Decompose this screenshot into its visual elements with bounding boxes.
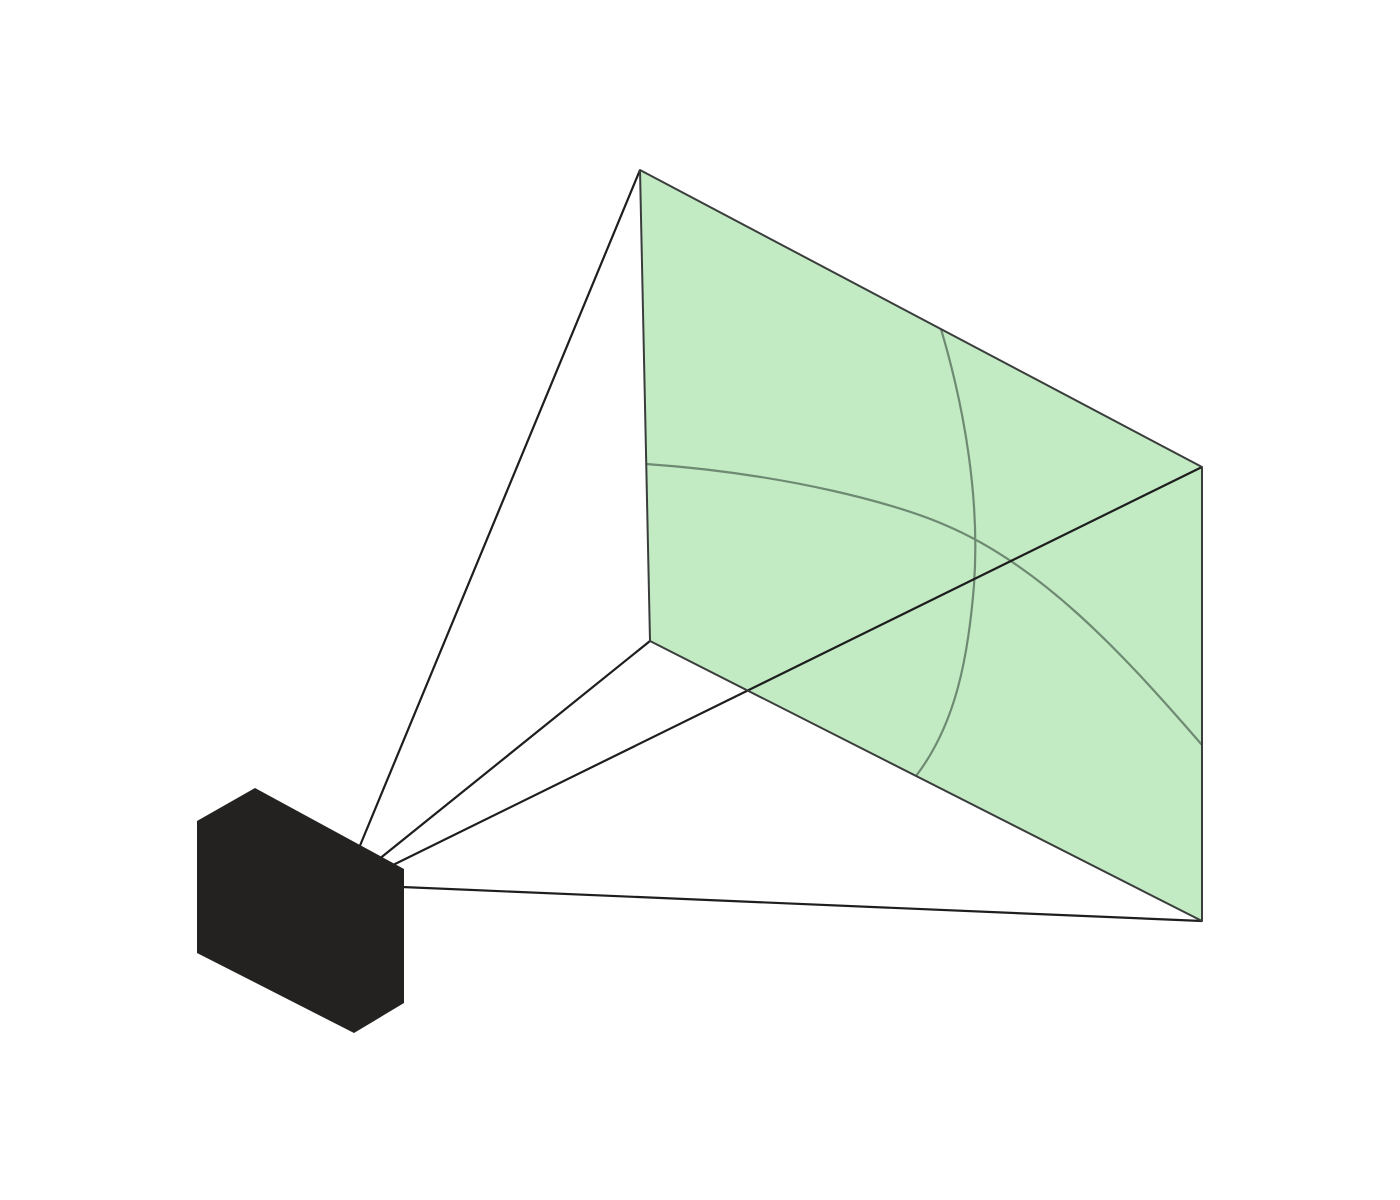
screen-curve-horizontal (645, 462, 1203, 746)
screen-curve-vertical (915, 328, 977, 777)
projection-ray-top (357, 169, 642, 849)
projection-ray-right (390, 466, 1203, 867)
screen-outline (639, 169, 1203, 922)
projection-ray-bottom (401, 885, 1203, 923)
projection-screen (640, 170, 1202, 921)
projection-ray-left (377, 640, 651, 861)
projector-body (197, 788, 404, 1033)
